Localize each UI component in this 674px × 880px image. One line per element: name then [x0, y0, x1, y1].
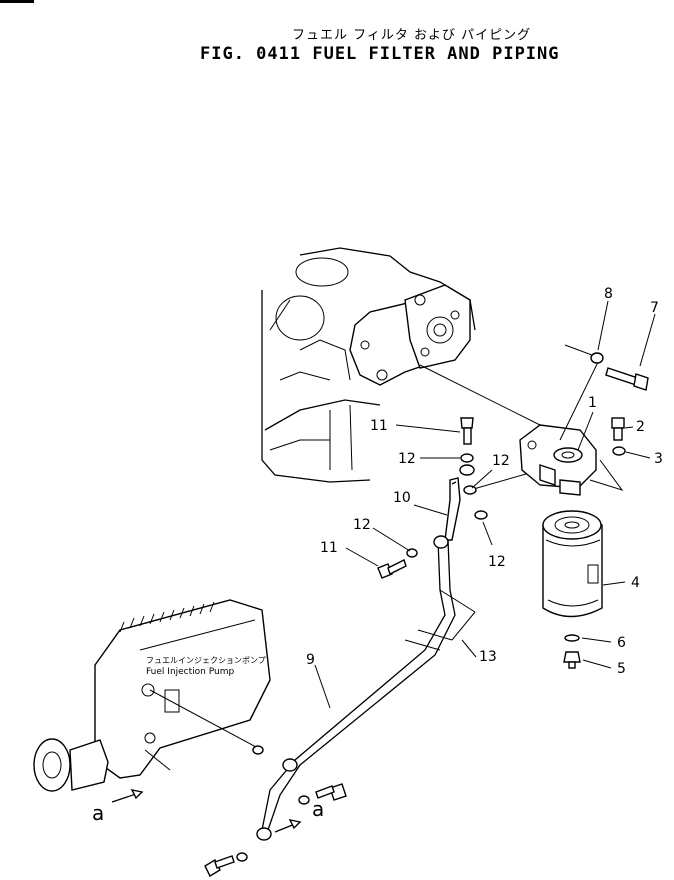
callout-6: 6	[617, 635, 626, 651]
callout-11-lower: 11	[320, 540, 338, 556]
o-ring-6	[564, 634, 580, 642]
callout-13: 13	[479, 649, 497, 665]
gasket-12-lower	[474, 510, 488, 520]
callout-7: 7	[650, 300, 659, 316]
clamp-13	[404, 589, 476, 651]
pump-a-leader	[144, 749, 171, 771]
filter-head	[519, 424, 597, 496]
callout-2: 2	[636, 419, 645, 435]
arrowhead-left	[130, 789, 144, 800]
bolt-2	[611, 417, 625, 441]
callout-a-left: a	[92, 801, 104, 825]
callout-10: 10	[393, 490, 411, 506]
figure-title-japanese: フュエル フィルタ および パイピング	[292, 28, 532, 43]
callout-12-upper-left: 12	[398, 451, 416, 467]
callout-4: 4	[631, 575, 640, 591]
callout-11-upper: 11	[370, 418, 388, 434]
callout-12-left: 12	[353, 517, 371, 533]
callout-9: 9	[306, 652, 315, 668]
callout-12-right: 12	[488, 554, 506, 570]
callout-1: 1	[588, 395, 597, 411]
fuel-injection-pump	[33, 599, 271, 792]
bolt-7	[605, 367, 649, 391]
eye-bolt-11-upper	[460, 417, 474, 445]
pump-label: Fuel Injection Pump	[146, 667, 234, 677]
fuel-filter-cartridge	[542, 510, 603, 618]
gasket-pump	[252, 745, 264, 755]
gasket-12-upper	[460, 453, 474, 463]
callout-leaders	[314, 300, 656, 709]
mounting-flange	[349, 284, 471, 386]
fuel-hose-10	[444, 477, 461, 541]
callout-3: 3	[654, 451, 663, 467]
washer-3	[612, 446, 626, 456]
washer-8	[590, 352, 604, 364]
corner-mark	[0, 0, 34, 3]
callout-5: 5	[617, 661, 626, 677]
drain-plug-5	[563, 651, 581, 669]
pump-fitting-leader	[149, 689, 259, 749]
pump-label-japanese: フュエルインジェクションポンプ	[146, 656, 266, 665]
eye-bolt-11-lower	[377, 559, 407, 579]
figure-title: FIG. 0411 FUEL FILTER AND PIPING	[200, 44, 560, 64]
callout-12-upper-right: 12	[492, 453, 510, 469]
eye-bolt-bottom	[204, 852, 248, 877]
callout-8: 8	[604, 286, 613, 302]
banjo-fitting	[459, 464, 475, 476]
bracket-bolt-2	[589, 459, 624, 491]
callout-a-right: a	[312, 797, 324, 821]
fuel-pipe-9	[256, 535, 456, 841]
eye-bolt-right	[298, 783, 347, 805]
arrowhead-right	[288, 819, 302, 830]
gasket-12-mid	[463, 485, 477, 495]
mounting-leader	[419, 364, 541, 426]
